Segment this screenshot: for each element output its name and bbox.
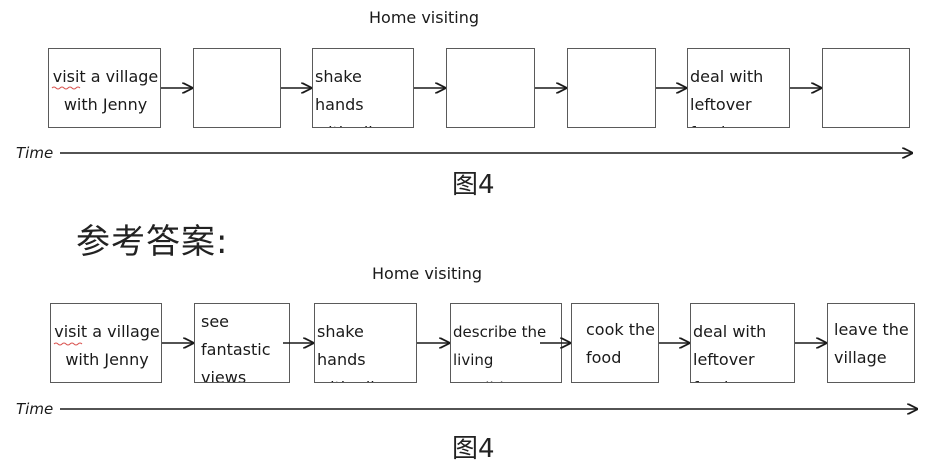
- bottom-step-text-5: cook the food: [586, 320, 655, 367]
- bottom-step-text-7: leave the village: [834, 320, 909, 367]
- bottom-time-label: Time: [16, 400, 54, 418]
- bottom-step-text-2: see fantastic views: [201, 312, 271, 383]
- bottom-figure-label: 图4: [452, 434, 495, 464]
- top-figure-label: 图4: [452, 170, 495, 200]
- top-step-box-4: [446, 48, 535, 128]
- bottom-step-box-2: see fantastic views: [194, 303, 290, 383]
- top-diagram-title: Home visiting: [369, 8, 480, 27]
- top-time-label: Time: [16, 144, 54, 162]
- bottom-step-box-5: cook the food: [571, 303, 659, 383]
- top-step-box-2: [193, 48, 281, 128]
- top-step-box-3: shake hands with all: [312, 48, 414, 128]
- top-step-text-3: shake hands with all: [315, 67, 373, 127]
- bottom-step-box-7: leave the village: [827, 303, 915, 383]
- top-step-text-6: deal with leftover food: [690, 67, 764, 127]
- bottom-step-text-3: shake hands with all: [317, 322, 375, 382]
- bottom-step-box-6: deal with leftover food: [690, 303, 795, 383]
- top-spellcheck-squiggle: [51, 86, 81, 90]
- bottom-step-box-3: shake hands with all: [314, 303, 417, 383]
- bottom-step-text-1: visit a village with Jenny: [54, 322, 160, 369]
- top-step-text-1: visit a village with Jenny: [52, 67, 159, 114]
- bottom-step-box-1: visit a village with Jenny: [50, 303, 162, 383]
- top-step-box-1: visit a village with Jenny: [48, 48, 161, 128]
- answer-heading: 参考答案:: [76, 222, 229, 262]
- top-step-box-5: [567, 48, 656, 128]
- top-step-box-6: deal with leftover food: [687, 48, 790, 128]
- bottom-spellcheck-squiggle: [53, 342, 83, 346]
- top-step-box-7: [822, 48, 910, 128]
- bottom-step-text-4: describe the living condition: [453, 323, 547, 382]
- bottom-diagram-title: Home visiting: [372, 264, 483, 283]
- bottom-step-text-6: deal with leftover food: [693, 322, 767, 382]
